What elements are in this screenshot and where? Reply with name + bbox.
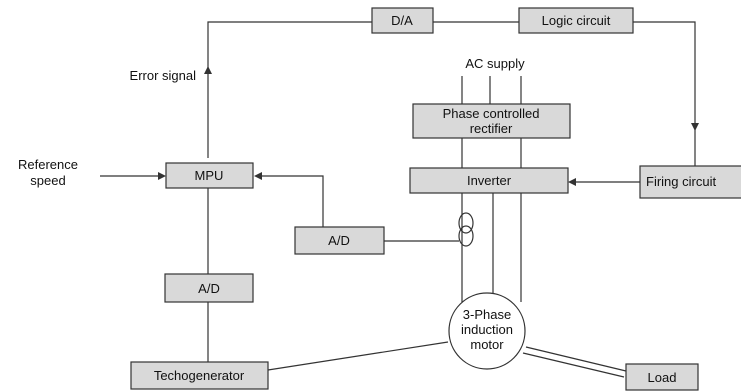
firing-circuit-block: Firing circuit (639, 165, 741, 199)
logic-circuit-label: Logic circuit (542, 13, 611, 28)
firing-to-inverter-arrow (568, 178, 576, 186)
current-sensor-coil-inner-icon (458, 225, 474, 247)
mpu-block: MPU (165, 162, 254, 189)
rectifier-label-line1: Phase controlled (443, 106, 540, 121)
shaft-line-1 (525, 346, 627, 372)
ad-left-block: A/D (164, 273, 254, 303)
inverter-label: Inverter (467, 173, 512, 188)
ad-left-label: A/D (198, 281, 220, 296)
rectifier-block: Phase controlled rectifier (412, 103, 571, 139)
mpu-label: MPU (195, 168, 224, 183)
motor-block: 3-Phase induction motor (448, 292, 526, 370)
ad-to-mpu-arrow (254, 172, 262, 180)
load-block: Load (625, 363, 699, 391)
shaft-line-2 (522, 352, 625, 378)
reference-speed-arrow (158, 172, 166, 180)
ad-to-mpu-line (262, 175, 324, 227)
error-signal-arrow (204, 66, 212, 74)
reference-speed-label-line2: speed (30, 173, 65, 188)
inverter-block: Inverter (409, 167, 569, 194)
logic-circuit-block: Logic circuit (518, 7, 634, 34)
logic-to-firing-line (633, 21, 696, 166)
firing-circuit-label: Firing circuit (646, 174, 716, 189)
motor-label-line2: induction (461, 322, 513, 337)
ad-mid-label: A/D (328, 233, 350, 248)
error-signal-label: Error signal (130, 68, 197, 83)
tachogenerator-block: Techogenerator (130, 361, 269, 390)
logic-to-firing-arrow (691, 123, 699, 131)
motor-label-line1: 3-Phase (463, 307, 511, 322)
da-label: D/A (391, 13, 413, 28)
mpu-to-da-line (207, 21, 372, 158)
ac-supply-label: AC supply (465, 56, 525, 71)
reference-speed-label-line1: Reference (18, 157, 78, 172)
tachogenerator-label: Techogenerator (154, 368, 245, 383)
da-block: D/A (371, 7, 434, 34)
load-label: Load (648, 370, 677, 385)
tacho-to-motor-line (267, 341, 449, 371)
motor-label-line3: motor (470, 337, 504, 352)
current-sensor-coil-icon (458, 212, 474, 234)
rectifier-label-line2: rectifier (470, 121, 513, 136)
ad-mid-block: A/D (294, 226, 385, 255)
